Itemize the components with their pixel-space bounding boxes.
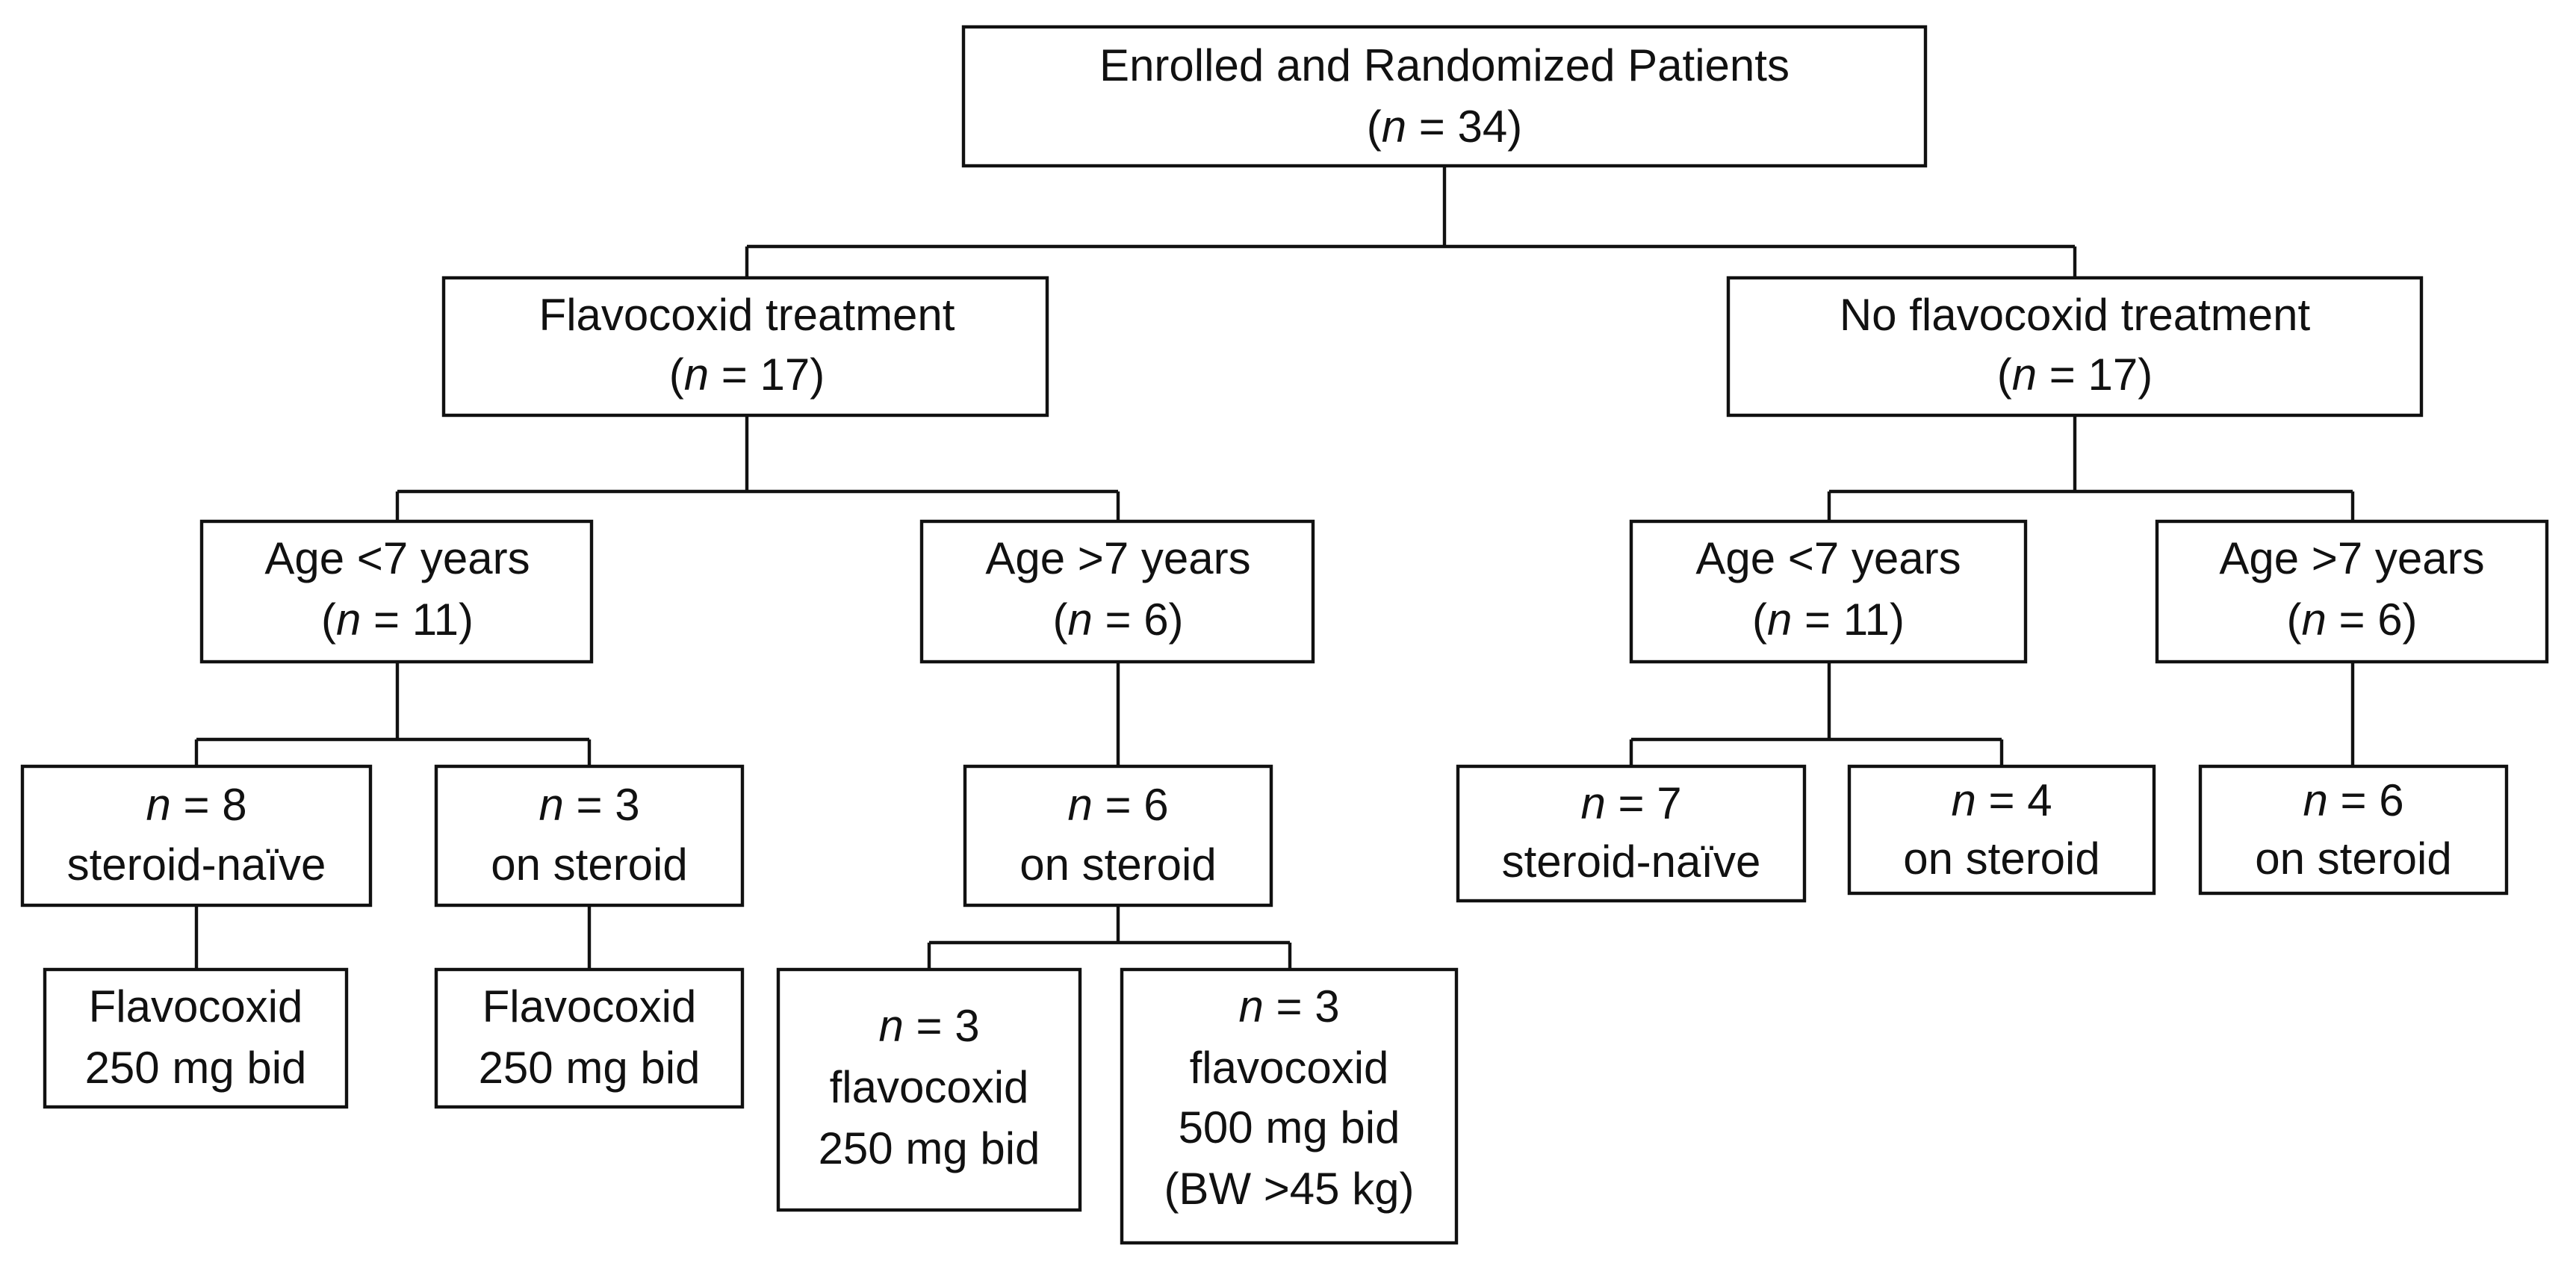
node-label: on steroid [491,840,688,890]
node-label: on steroid [1019,840,1217,890]
node-dose: 500 mg bid [1179,1102,1400,1152]
node-flavocoxid-young-steroid-naive: n = 8 steroid-naïve [20,764,373,908]
node-label: Enrolled and Randomized Patients [1099,40,1790,90]
node-count: (n = 11) [1752,595,1905,645]
node-count: (n = 6) [2286,595,2417,645]
node-label: steroid-naïve [67,840,326,890]
node-count: (n = 6) [1052,595,1183,645]
node-count: n = 6 [1067,780,1168,830]
node-count: n = 6 [2303,775,2403,825]
node-count: (n = 34) [1367,102,1522,152]
node-dose-on-steroid: Flavocoxid 250 mg bid [434,967,745,1109]
node-flavocoxid-age-over-7: Age >7 years (n = 6) [919,519,1315,664]
node-no-flavocoxid-young-on-steroid: n = 4 on steroid [1847,764,2156,896]
node-label: steroid-naïve [1502,837,1761,887]
node-flavocoxid-young-on-steroid: n = 3 on steroid [434,764,745,908]
node-label: Age <7 years [264,533,530,583]
node-dose-steroid-naive: Flavocoxid 250 mg bid [43,967,349,1109]
node-count: n = 3 [1238,981,1339,1031]
node-dose: 250 mg bid [819,1123,1040,1173]
node-label: Flavocoxid treatment [539,290,955,340]
node-count: (n = 17) [1997,350,2153,400]
node-label: flavocoxid [1190,1043,1389,1093]
node-no-flavocoxid-treatment: No flavocoxid treatment (n = 17) [1726,276,2424,418]
node-no-flavocoxid-young-steroid-naive: n = 7 steroid-naïve [1456,764,1807,903]
node-dose: 250 mg bid [479,1043,701,1093]
connectors [194,166,2355,969]
node-no-flavocoxid-old-on-steroid: n = 6 on steroid [2198,764,2509,896]
node-label: flavocoxid [830,1062,1029,1112]
node-dose-250-mg: n = 3 flavocoxid 250 mg bid [776,967,1082,1212]
node-count: (n = 17) [669,350,825,400]
node-count: n = 3 [539,780,639,830]
node-no-flavocoxid-age-under-7: Age <7 years (n = 11) [1629,519,2028,664]
node-label: Age >7 years [2219,533,2484,583]
node-label: on steroid [2255,834,2452,884]
node-label: Flavocoxid [482,981,697,1031]
node-enrolled-patients: Enrolled and Randomized Patients (n = 34… [961,25,1928,168]
node-count: n = 7 [1580,778,1681,828]
node-flavocoxid-age-under-7: Age <7 years (n = 11) [199,519,594,664]
node-label: Flavocoxid [89,981,303,1031]
node-label: Age >7 years [985,533,1250,583]
node-count: n = 4 [1951,775,2052,825]
node-flavocoxid-old-on-steroid: n = 6 on steroid [963,764,1273,908]
node-dose-500-mg: n = 3 flavocoxid 500 mg bid (BW >45 kg) [1120,967,1459,1245]
node-no-flavocoxid-age-over-7: Age >7 years (n = 6) [2155,519,2549,664]
node-count: n = 8 [146,780,246,830]
node-dose: 250 mg bid [85,1043,307,1093]
node-condition: (BW >45 kg) [1164,1164,1414,1214]
node-label: Age <7 years [1695,533,1961,583]
node-label: on steroid [1903,834,2100,884]
node-label: No flavocoxid treatment [1840,290,2311,340]
node-count: (n = 11) [321,595,474,645]
node-flavocoxid-treatment: Flavocoxid treatment (n = 17) [441,276,1049,418]
node-count: n = 3 [878,1001,979,1051]
